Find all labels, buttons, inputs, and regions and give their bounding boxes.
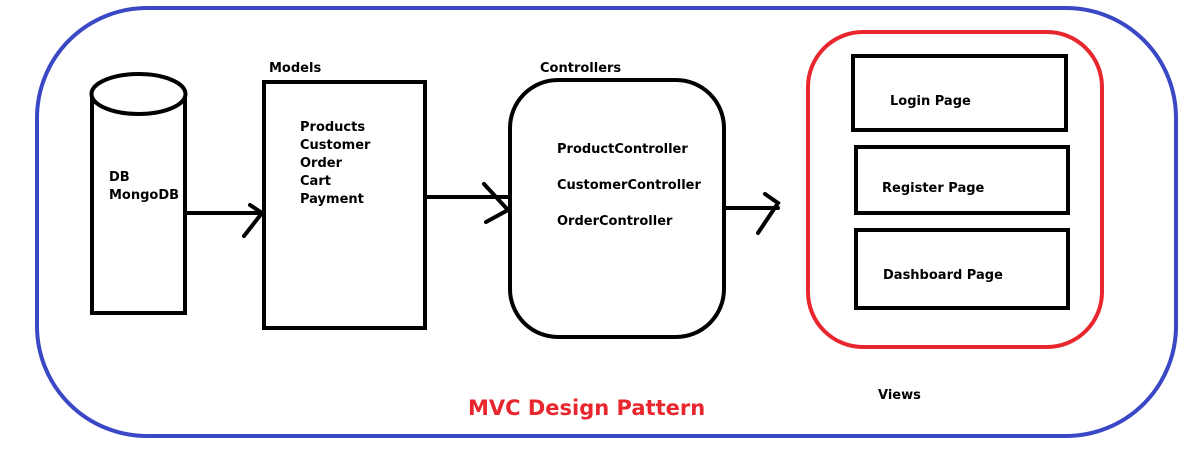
arrow-controllers-to-views <box>722 192 781 235</box>
models-item-payment: Payment <box>300 192 364 207</box>
controllers-box <box>508 78 726 339</box>
view-login-page-label: Login Page <box>890 94 971 109</box>
models-item-customer: Customer <box>300 138 371 153</box>
dashboard-page-box <box>854 228 1070 310</box>
models-item-cart: Cart <box>300 174 331 189</box>
arrow-models-to-controllers <box>423 182 512 224</box>
arrow-db-to-models <box>183 203 265 238</box>
models-box <box>262 80 427 330</box>
controller-item-order: OrderController <box>557 214 673 229</box>
db-name-label: MongoDB <box>109 188 180 203</box>
register-page-box <box>854 145 1070 215</box>
db-cylinder <box>89 72 188 315</box>
diagram-title: MVC Design Pattern <box>468 396 706 420</box>
controller-item-product: ProductController <box>557 142 688 157</box>
login-page-box <box>851 54 1068 132</box>
controllers-heading: Controllers <box>540 61 622 76</box>
views-container <box>806 30 1104 349</box>
view-register-page-label: Register Page <box>882 181 985 196</box>
models-item-order: Order <box>300 156 342 171</box>
models-item-products: Products <box>300 120 366 135</box>
outer-container <box>35 6 1178 438</box>
controller-item-customer: CustomerController <box>557 178 701 193</box>
models-heading: Models <box>269 61 322 76</box>
view-dashboard-page-label: Dashboard Page <box>883 268 1003 283</box>
db-label: DB <box>109 170 130 185</box>
views-caption: Views <box>878 388 921 403</box>
